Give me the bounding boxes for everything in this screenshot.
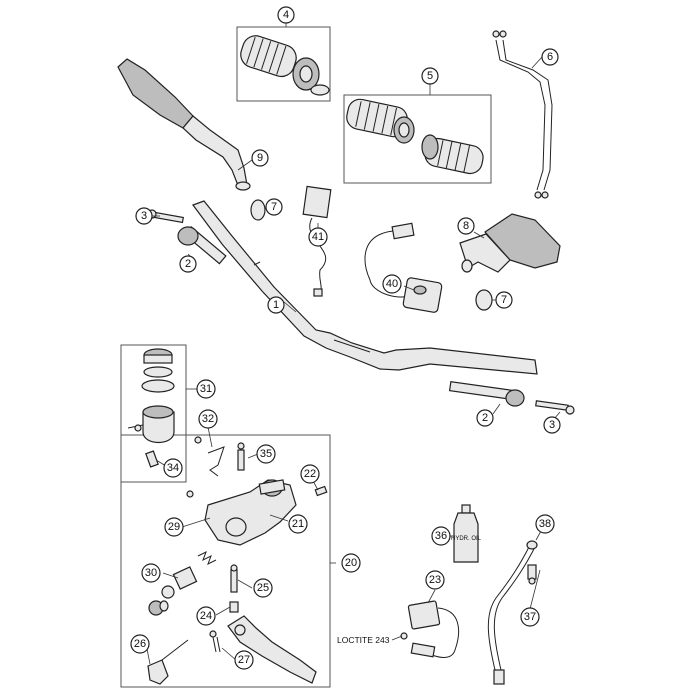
callout-label: 2 bbox=[185, 258, 191, 270]
callout-26: 26 bbox=[130, 634, 150, 654]
callout-30: 30 bbox=[141, 563, 161, 583]
callout-1: 1 bbox=[267, 296, 285, 314]
callout-label: 38 bbox=[539, 518, 551, 530]
callout-label: 9 bbox=[257, 152, 263, 164]
callout-label: 23 bbox=[429, 574, 441, 586]
callout-label: 8 bbox=[463, 220, 469, 232]
handlebar-markings bbox=[253, 261, 371, 353]
left-mirror-part bbox=[117, 58, 251, 191]
callout-9: 9 bbox=[251, 149, 269, 167]
callout-40: 40 bbox=[382, 274, 402, 294]
clutch-master-box bbox=[120, 434, 331, 688]
reservoir-box bbox=[120, 344, 187, 483]
callout-34: 34 bbox=[163, 458, 183, 478]
callout-20: 20 bbox=[341, 553, 361, 573]
callout-label: 7 bbox=[271, 201, 277, 213]
grip-set-box bbox=[343, 94, 492, 184]
clutch-lever-part bbox=[209, 564, 317, 684]
callout-label: 29 bbox=[168, 521, 180, 533]
callout-25: 25 bbox=[253, 578, 273, 598]
callout-24: 24 bbox=[196, 606, 216, 626]
callout-23: 23 bbox=[425, 570, 445, 590]
bar-end-weight-left-part bbox=[177, 226, 227, 265]
callout-22: 22 bbox=[300, 464, 320, 484]
callout-3-left: 3 bbox=[135, 207, 153, 225]
callout-label: 32 bbox=[202, 413, 214, 425]
callout-2-left: 2 bbox=[179, 255, 197, 273]
reservoir-part bbox=[127, 348, 175, 468]
callout-21: 21 bbox=[288, 514, 308, 534]
pivot-block-part bbox=[147, 639, 189, 685]
callout-label: 3 bbox=[549, 419, 555, 431]
callout-label: 20 bbox=[345, 557, 357, 569]
callout-label: 26 bbox=[134, 638, 146, 650]
callout-label: 25 bbox=[257, 582, 269, 594]
callout-3-right: 3 bbox=[543, 416, 561, 434]
throttle-grip-part bbox=[240, 35, 330, 96]
callout-38: 38 bbox=[535, 514, 555, 534]
callout-label: 5 bbox=[427, 70, 433, 82]
callout-label: 31 bbox=[200, 383, 212, 395]
callout-31: 31 bbox=[196, 379, 216, 399]
callout-27: 27 bbox=[234, 650, 254, 670]
callout-label: 36 bbox=[435, 530, 447, 542]
callout-label: 22 bbox=[304, 468, 316, 480]
callout-37: 37 bbox=[520, 607, 540, 627]
clutch-switch-part bbox=[400, 600, 459, 658]
bar-clamp-left-part bbox=[250, 199, 266, 221]
callout-label: 35 bbox=[260, 448, 272, 460]
grip-throttle-box bbox=[236, 26, 331, 102]
callout-5: 5 bbox=[421, 67, 439, 85]
bar-clamp-right-part bbox=[475, 289, 493, 311]
clutch-hose-part bbox=[487, 540, 538, 685]
callout-label: 6 bbox=[547, 51, 553, 63]
callout-label: 2 bbox=[482, 412, 488, 424]
master-cylinder-part bbox=[186, 479, 328, 546]
callout-2-right: 2 bbox=[476, 409, 494, 427]
piston-kit-part bbox=[148, 550, 217, 616]
callout-8: 8 bbox=[457, 217, 475, 235]
callout-7-left: 7 bbox=[265, 198, 283, 216]
callout-label: 24 bbox=[200, 610, 212, 622]
callout-label: 7 bbox=[501, 294, 507, 306]
bar-end-bolt-right-part bbox=[535, 400, 575, 415]
bar-end-weight-right-part bbox=[448, 381, 525, 407]
throttle-cables-part bbox=[492, 30, 553, 199]
callout-label: 37 bbox=[524, 611, 536, 623]
callout-label: 27 bbox=[238, 654, 250, 666]
callout-32: 32 bbox=[198, 409, 218, 429]
callout-35: 35 bbox=[256, 444, 276, 464]
callout-4: 4 bbox=[277, 6, 295, 24]
callout-41: 41 bbox=[308, 227, 328, 247]
callout-label: 34 bbox=[167, 462, 179, 474]
bottle-label: HYDR. OIL bbox=[451, 536, 482, 542]
callout-label: 4 bbox=[283, 9, 289, 21]
callout-label: 40 bbox=[386, 278, 398, 290]
callout-label: 3 bbox=[141, 210, 147, 222]
callout-label: 30 bbox=[145, 567, 157, 579]
callout-label: 41 bbox=[312, 231, 324, 243]
right-mirror-part bbox=[459, 213, 561, 273]
callout-6: 6 bbox=[541, 48, 559, 66]
callout-label: 1 bbox=[273, 299, 279, 311]
right-switch-part bbox=[364, 222, 443, 313]
handlebar-part bbox=[192, 200, 538, 375]
grip-set-part bbox=[346, 98, 484, 175]
callout-36: 36 bbox=[431, 526, 451, 546]
hydraulic-oil-bottle-part: HYDR. OIL bbox=[451, 504, 482, 563]
hose-fitting-part bbox=[194, 436, 245, 477]
callout-7-right: 7 bbox=[495, 291, 513, 309]
callout-label: 21 bbox=[292, 518, 304, 530]
loctite-note: LOCTITE 243 bbox=[337, 635, 390, 645]
callout-29: 29 bbox=[164, 517, 184, 537]
